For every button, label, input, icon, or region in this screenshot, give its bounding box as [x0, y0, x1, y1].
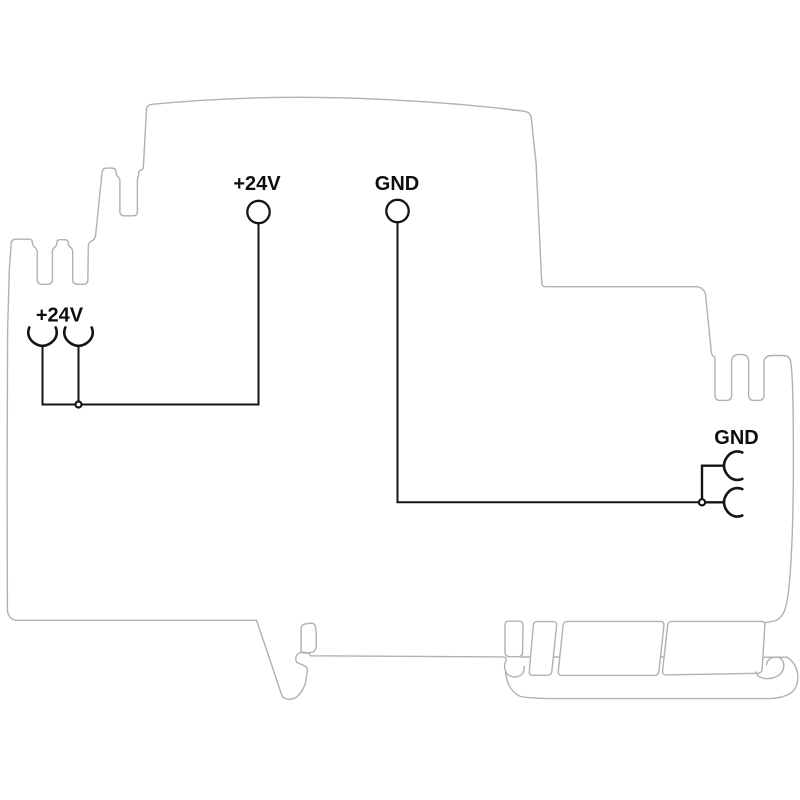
housing-left-edge-and-bottom [6, 108, 505, 700]
wire-gnd-run [396, 222, 699, 504]
rail-hole-small [528, 620, 558, 676]
wiring [26, 198, 744, 518]
labels: +24V GND +24V GND [36, 173, 759, 449]
fork-contact-24v-a [26, 326, 59, 348]
rail-flange-left [504, 620, 524, 658]
label-top-24v: +24V [233, 173, 281, 195]
wire-24v-bus [41, 223, 260, 406]
housing-top-and-right-edge [145, 96, 795, 624]
test-point-gnd [385, 198, 410, 224]
fork-contact-24v-b [62, 326, 95, 348]
label-right-gnd: GND [714, 427, 758, 449]
rail-right-flange-tip [755, 656, 785, 680]
din-latch-tongue [300, 622, 318, 654]
test-point-24v [246, 199, 271, 225]
rail-left-end-curl [502, 656, 525, 678]
din-rail-bottom [502, 656, 799, 700]
din-rail-holes [504, 620, 766, 677]
label-left-24v: +24V [36, 305, 84, 327]
fork-contact-gnd-b [722, 486, 744, 518]
fork-contact-gnd-a [722, 450, 744, 482]
rail-hole-wide-1 [557, 620, 665, 677]
wire-gnd-branch-upper [700, 464, 725, 500]
label-top-gnd: GND [375, 173, 419, 195]
rail-hole-wide-2 [661, 620, 766, 676]
rail-bottom-band [504, 656, 799, 700]
junction-dot-24v [74, 400, 83, 409]
junction-dot-gnd [697, 498, 707, 507]
